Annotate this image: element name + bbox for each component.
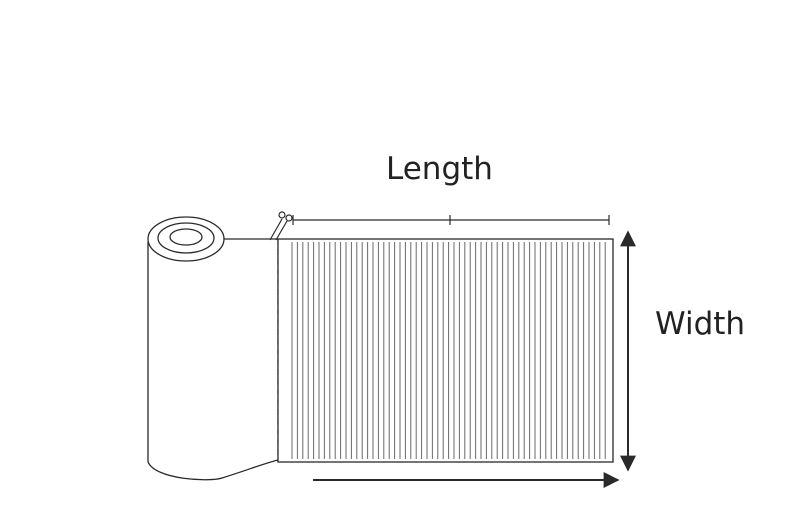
roll-end-core — [169, 228, 203, 246]
scissors-icon — [269, 211, 293, 241]
length-dimension-line — [292, 215, 610, 225]
width-label: Width — [655, 306, 746, 342]
roll-end-middle — [157, 222, 215, 254]
sheet-stripes — [291, 242, 606, 459]
roll-cylinder — [147, 216, 279, 481]
roll-body-outline — [147, 242, 279, 481]
unrolled-sheet — [277, 238, 614, 463]
length-label: Length — [386, 151, 493, 187]
sheet-outline — [277, 238, 614, 463]
